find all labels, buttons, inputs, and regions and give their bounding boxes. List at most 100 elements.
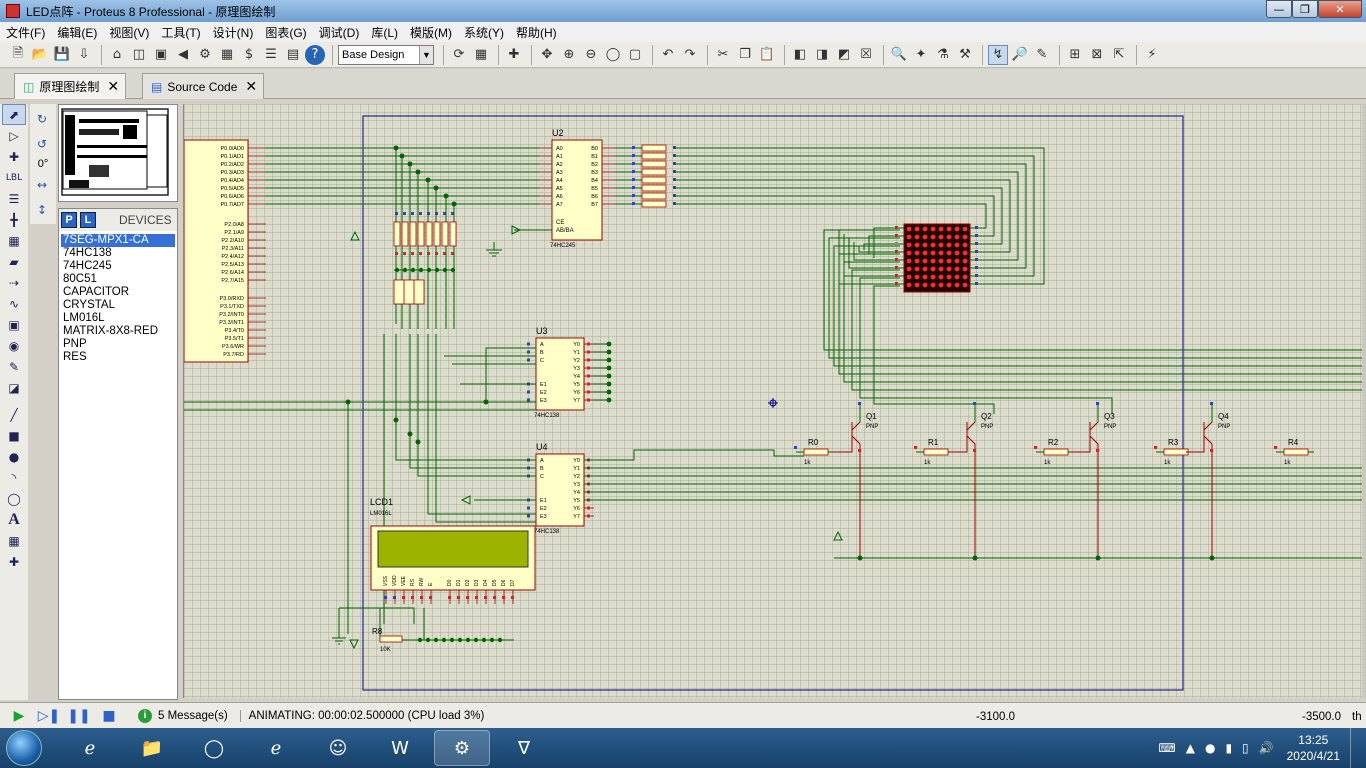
bus-icon[interactable]: ╋ [10, 212, 18, 227]
property-tool-icon[interactable]: ✎ [1036, 47, 1048, 62]
browser-taskbar-icon[interactable]: ◯ [203, 737, 225, 759]
play-button[interactable]: ▶ [13, 707, 25, 724]
menu-template[interactable]: 模版(M) [410, 25, 452, 40]
remove-sheet-icon[interactable]: ⊠ [1091, 47, 1103, 62]
cut-icon[interactable]: ✂ [717, 47, 729, 62]
device-pin-icon[interactable]: ⇢ [8, 275, 20, 290]
stop-button[interactable]: ■ [102, 707, 116, 724]
series-resistor[interactable] [641, 144, 667, 152]
list-item[interactable]: CRYSTAL [63, 299, 115, 311]
search-icon[interactable]: 🔎 [1011, 47, 1029, 62]
pullup-resistor[interactable] [409, 221, 417, 247]
new-sheet-icon[interactable]: ⊞ [1069, 47, 1081, 62]
list-item[interactable]: 74HC138 [63, 247, 112, 259]
path-icon[interactable]: ◯ [7, 491, 21, 506]
back-icon[interactable]: ◀ [178, 47, 188, 62]
undo-icon[interactable]: ↶ [662, 47, 674, 62]
help-icon[interactable]: ? [305, 44, 325, 65]
message-count[interactable]: i 5 Message(s) [138, 708, 228, 723]
zoom-all-icon[interactable]: ◯ [605, 47, 621, 62]
package-tool-icon[interactable]: ⚗ [937, 47, 949, 62]
zoom-area-icon[interactable]: ▢ [628, 47, 642, 62]
component-mode-icon[interactable]: ▷ [9, 128, 19, 143]
bom-icon[interactable]: $ [244, 47, 254, 62]
wire-autorouter-icon[interactable]: ↯ [988, 44, 1008, 65]
mcu-80c51[interactable]: P0.0/AD0P0.1/AD1P0.2/AD2P0.3/AD3P0.4/AD4… [184, 139, 266, 363]
list-item[interactable]: 74HC245 [63, 260, 112, 272]
u2-output-resistors[interactable] [616, 144, 676, 208]
line-icon[interactable]: ╱ [10, 407, 18, 422]
pullup-resistor[interactable] [433, 221, 441, 247]
close-icon[interactable]: ✕ [107, 78, 120, 95]
led-matrix-8x8[interactable] [895, 223, 978, 293]
arc-icon[interactable]: ◝ [11, 470, 17, 485]
list-item[interactable]: LM016L [63, 312, 105, 324]
series-resistor[interactable] [641, 152, 667, 160]
pullup-resistor[interactable] [425, 221, 433, 247]
mirror-vertical-icon[interactable]: ↕ [36, 202, 48, 217]
pullup-resistor[interactable] [393, 221, 401, 247]
menu-file[interactable]: 文件(F) [6, 25, 46, 40]
selection-mode-icon[interactable]: ⬈ [2, 104, 26, 125]
virtual-instrument-icon[interactable]: ◪ [8, 380, 20, 395]
start-button[interactable] [6, 730, 42, 766]
u2-74hc245[interactable]: U2 74HC245 A0A1A2A3A4A5A6A7B0B1B2B3B4B5B… [539, 128, 616, 249]
keyboard-icon[interactable]: ⌨ [1158, 741, 1176, 755]
mirror-horizontal-icon[interactable]: ↔ [36, 177, 48, 192]
block-delete-icon[interactable]: ☒ [860, 47, 872, 62]
pan-icon[interactable]: ✥ [541, 47, 553, 62]
circle-icon[interactable]: ● [8, 449, 20, 464]
import-icon[interactable]: ⇩ [78, 47, 90, 62]
series-resistor[interactable] [641, 176, 667, 184]
explorer-taskbar-icon[interactable]: 📁 [140, 737, 164, 759]
avatar-taskbar-icon[interactable]: ☺ [328, 737, 348, 759]
pause-button[interactable]: ❚❚ [67, 707, 91, 724]
block-rotate-icon[interactable]: ◩ [837, 47, 851, 62]
open-folder-icon[interactable]: 📂 [31, 47, 49, 62]
r8-resistor[interactable]: R8 10K [372, 627, 403, 653]
series-resistor[interactable] [641, 168, 667, 176]
ie-taskbar-icon[interactable]: ℯ [84, 737, 96, 759]
series-resistor[interactable] [641, 184, 667, 192]
proteus-taskbar-icon[interactable]: ⚙ [434, 730, 490, 766]
menu-design[interactable]: 设计(N) [212, 25, 254, 40]
grid-icon[interactable]: ▦ [474, 47, 488, 62]
menu-system[interactable]: 系统(Y) [464, 25, 504, 40]
zoom-out-icon[interactable]: ⊖ [585, 47, 597, 62]
pullup-resistor[interactable] [401, 221, 409, 247]
pcb-layout-icon[interactable]: ▣ [154, 47, 168, 62]
copy-icon[interactable]: ❐ [739, 47, 751, 62]
origin-icon[interactable]: ✚ [508, 47, 520, 62]
block-move-icon[interactable]: ◨ [815, 47, 829, 62]
graph-icon[interactable]: ∿ [8, 296, 20, 311]
pullup-resistor[interactable] [449, 221, 457, 247]
paste-icon[interactable]: 📋 [758, 47, 776, 62]
network-icon[interactable]: ▯ [1242, 741, 1249, 755]
pullup-resistors[interactable] [393, 212, 457, 305]
rotate-anticlockwise-icon[interactable]: ↺ [36, 136, 48, 151]
text-script-icon[interactable]: ☰ [8, 191, 20, 206]
menu-graph[interactable]: 图表(G) [265, 25, 307, 40]
menu-library[interactable]: 库(L) [371, 25, 398, 40]
symbol-icon[interactable]: ▦ [8, 533, 20, 548]
voltage-probe-icon[interactable]: ✎ [8, 359, 20, 374]
schematic-icon[interactable]: ◫ [132, 47, 146, 62]
report-icon[interactable]: ▤ [286, 47, 300, 62]
menu-tools[interactable]: 工具(T) [161, 25, 201, 40]
list-item[interactable]: MATRIX-8X8-RED [63, 325, 158, 337]
redo-icon[interactable]: ↷ [684, 47, 696, 62]
tab-schematic[interactable]: ◫ 原理图绘制 ✕ [14, 73, 127, 99]
series-resistor[interactable] [641, 200, 667, 208]
wire-label-icon[interactable]: LBL [5, 172, 23, 183]
device-icon[interactable]: ▮ [1225, 741, 1233, 755]
pullup-resistor[interactable] [417, 221, 425, 247]
menu-edit[interactable]: 编辑(E) [57, 25, 98, 40]
